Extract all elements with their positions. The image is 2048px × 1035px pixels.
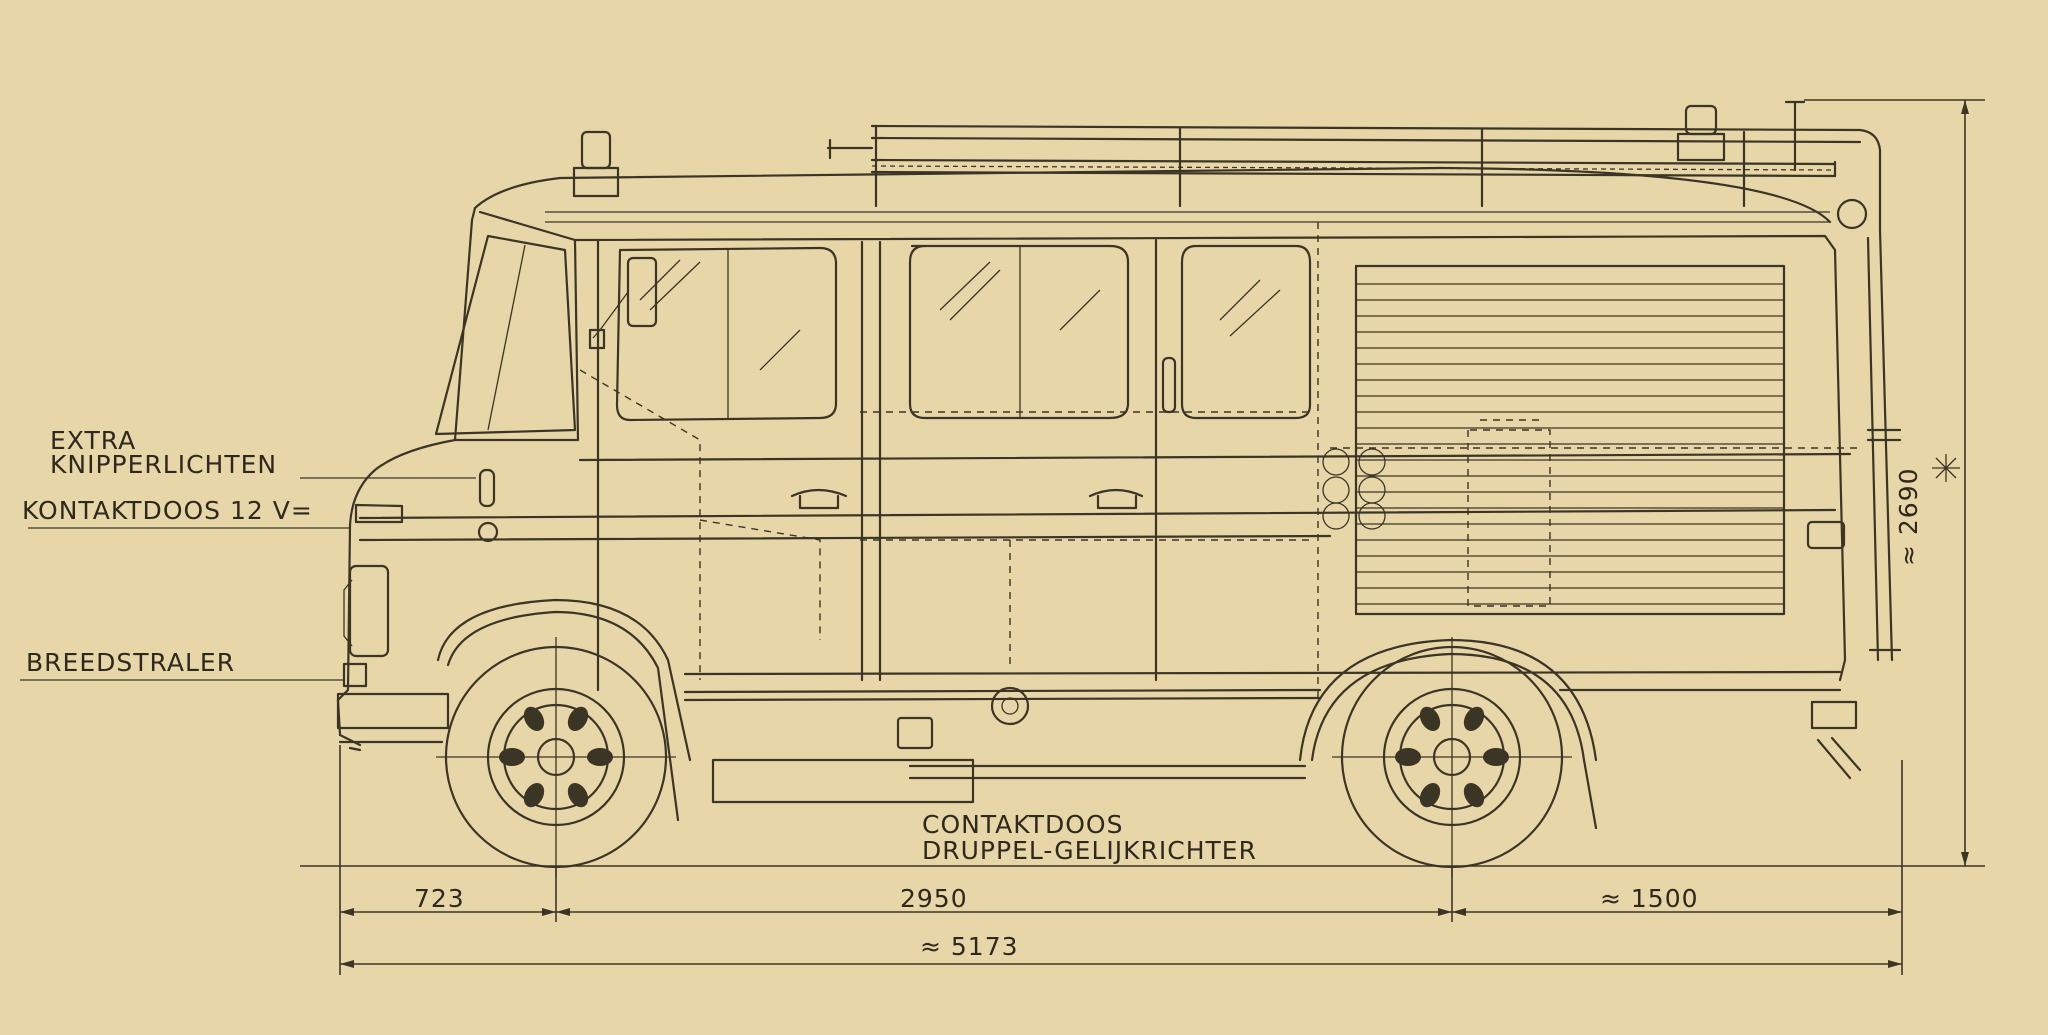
body-outline <box>336 206 477 747</box>
hose-couplings <box>1322 448 1386 530</box>
rear-wheel-arch <box>1298 638 1598 762</box>
label-kontaktdoos: KONTAKTDOOS 12 V= <box>22 496 313 525</box>
roof-outline <box>473 166 1832 224</box>
rear-ladder <box>1866 228 1902 662</box>
label-breedstraler: BREEDSTRALER <box>26 648 236 677</box>
headlight <box>348 564 390 658</box>
wheel-lug <box>1419 782 1441 808</box>
charger-socket <box>896 716 934 750</box>
front-wheel <box>436 637 676 877</box>
label-extra-1: EXTRA <box>50 426 137 455</box>
dim-rear-overhang: ≈ 1500 <box>1600 884 1699 913</box>
wheel-lug <box>1419 706 1441 732</box>
rear-side-window <box>1180 244 1312 420</box>
rear-work-lamp <box>1836 198 1868 230</box>
wheel-lug <box>1483 748 1509 766</box>
wheel-lug <box>1463 782 1485 808</box>
socket-12v <box>477 521 499 543</box>
dimension-lines <box>339 99 1985 975</box>
label-contaktdoos-2: DRUPPEL-GELIJKRICHTER <box>922 836 1257 865</box>
wheel-lug <box>499 748 525 766</box>
rear-beacon-light <box>1676 104 1726 162</box>
wheel-lug <box>587 748 613 766</box>
dim-height: ≈ 2690 <box>1894 467 1923 566</box>
dim-front-overhang: 723 <box>414 884 465 913</box>
rear-door-handle <box>1161 356 1177 414</box>
equipment-roller-shutter <box>1354 264 1786 616</box>
indicator-light <box>354 503 404 524</box>
sliding-door-window <box>908 244 1130 420</box>
wheel-lug <box>523 782 545 808</box>
wheel-lug <box>567 706 589 732</box>
extra-indicator-light <box>478 468 496 508</box>
wheel-lug <box>567 782 589 808</box>
front-beacon-light <box>572 130 620 198</box>
dim-wheelbase: 2950 <box>900 884 968 913</box>
side-step <box>711 758 975 804</box>
dim-total-length: ≈ 5173 <box>920 932 1019 961</box>
label-extra-2: KNIPPERLICHTEN <box>50 450 278 479</box>
front-wheel-arch <box>436 598 692 762</box>
wheel-lug <box>523 706 545 732</box>
wheel-lug <box>1463 706 1485 732</box>
label-contaktdoos-1: CONTAKTDOOS <box>922 810 1124 839</box>
rear-light <box>1806 520 1846 550</box>
sliding-door-handle <box>1088 488 1144 510</box>
front-bumper <box>336 692 450 730</box>
asterisk-mark <box>1932 454 1960 482</box>
wheel-lug <box>1395 748 1421 766</box>
cab-door-handle <box>790 488 848 510</box>
tow-hitch <box>1810 700 1858 730</box>
roof-ladder-rack <box>826 100 1882 232</box>
side-mirror <box>626 256 658 328</box>
cab-window <box>615 246 838 422</box>
windshield <box>434 234 577 436</box>
fuel-cap <box>990 686 1030 726</box>
breedstraler-lamp <box>342 662 368 688</box>
